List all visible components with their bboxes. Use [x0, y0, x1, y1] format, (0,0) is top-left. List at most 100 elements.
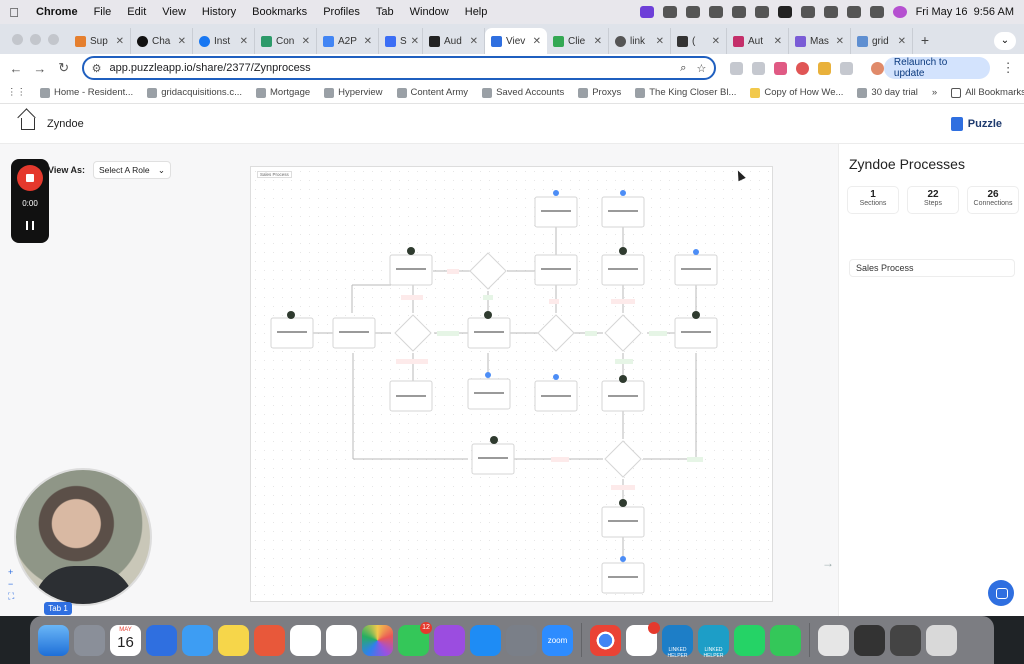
site-settings-icon[interactable]: ⚙ [91, 62, 102, 75]
menubar-datetime[interactable]: Fri May 16 9:56 AM [915, 6, 1014, 18]
close-tab-icon[interactable]: ✕ [115, 35, 124, 47]
search-icon[interactable] [846, 6, 861, 18]
bookmark-item[interactable]: Copy of How We... [743, 87, 850, 98]
arrow-right-icon[interactable]: → [822, 556, 834, 570]
close-tab-icon[interactable]: ✕ [655, 35, 664, 47]
linked-helper-icon[interactable]: LINKED HELPER [662, 624, 693, 659]
reminders-icon[interactable] [326, 624, 357, 656]
address-bar[interactable]: ⚙ app.puzzleapp.io/share/2377/Zynprocess… [81, 56, 717, 80]
zoom-window-button[interactable] [48, 34, 59, 45]
bookmark-item[interactable]: 30 day trial [850, 87, 924, 98]
relaunch-button[interactable]: Relaunch to update [883, 57, 991, 79]
close-tab-icon[interactable]: ✕ [410, 35, 420, 47]
zoom-in-icon[interactable]: + [8, 567, 14, 577]
trash-icon[interactable] [926, 624, 957, 656]
messages-icon[interactable] [770, 624, 801, 656]
close-tab-icon[interactable]: ✕ [532, 35, 541, 47]
pause-icon[interactable] [26, 221, 34, 230]
bookmark-item[interactable]: The King Closer Bl... [628, 87, 743, 98]
bookmark-item[interactable]: Home - Resident... [33, 87, 140, 98]
apps-grid-icon[interactable]: ⋮⋮ [7, 87, 26, 98]
status-icon[interactable] [731, 6, 746, 18]
close-tab-icon[interactable]: ✕ [773, 35, 782, 47]
app-store-icon[interactable] [470, 624, 501, 656]
screen-record-icon[interactable] [639, 6, 654, 18]
browser-tab[interactable]: Aut✕ [727, 28, 789, 54]
status-icon[interactable] [662, 6, 677, 18]
menu-view[interactable]: View [162, 6, 186, 18]
close-tab-icon[interactable]: ✕ [897, 35, 906, 47]
bookmark-item[interactable]: Saved Accounts [475, 87, 571, 98]
apple-menu-icon[interactable]:  [0, 5, 28, 20]
menu-app-name[interactable]: Chrome [36, 6, 78, 18]
tab-chip[interactable]: Tab 1 [44, 602, 72, 615]
chrome-menu-icon[interactable]: ⋮ [1001, 60, 1015, 75]
tab-search-dropdown-icon[interactable]: ⌄ [994, 32, 1016, 50]
bookmark-star-icon[interactable]: ☆ [696, 62, 707, 75]
bookmark-item[interactable]: Proxys [571, 87, 628, 98]
browser-tab[interactable]: S✕ [379, 28, 423, 54]
downloads-stack-icon[interactable] [854, 624, 885, 656]
system-settings-icon[interactable] [506, 624, 537, 656]
reload-icon[interactable]: ↻ [58, 60, 70, 75]
close-window-button[interactable] [12, 34, 23, 45]
extension-icon[interactable] [796, 61, 810, 75]
app-icon[interactable] [146, 624, 177, 656]
process-list-item[interactable]: Sales Process [849, 259, 1015, 277]
browser-tab[interactable]: A2P✕ [317, 28, 379, 54]
browser-tab[interactable]: Mas✕ [789, 28, 851, 54]
browser-tab[interactable]: Clie✕ [547, 28, 609, 54]
menu-help[interactable]: Help [464, 6, 488, 18]
whatsapp-icon[interactable] [734, 624, 765, 656]
chat-support-button[interactable] [988, 580, 1014, 606]
extension-icon[interactable] [818, 61, 832, 75]
document-icon[interactable] [818, 624, 849, 656]
menu-profiles[interactable]: Profiles [323, 6, 360, 18]
facetime-icon[interactable]: 12 [398, 621, 432, 656]
finder-icon[interactable] [38, 624, 69, 656]
menu-tab[interactable]: Tab [375, 6, 394, 18]
browser-tab[interactable]: Con✕ [255, 28, 317, 54]
stop-recording-button[interactable] [17, 165, 43, 191]
browser-tab-active[interactable]: Viev✕ [485, 28, 547, 54]
bookmarks-overflow-icon[interactable]: » [931, 87, 938, 98]
browser-tab[interactable]: Cha✕ [131, 28, 193, 54]
back-arrow-icon[interactable]: ← [9, 60, 23, 76]
zoom-icon[interactable]: ⌕ [680, 61, 687, 74]
extension-icon[interactable] [730, 61, 744, 75]
process-canvas[interactable]: Sales Process [250, 166, 773, 602]
menu-window[interactable]: Window [409, 6, 449, 18]
mail-icon[interactable] [182, 624, 213, 656]
close-tab-icon[interactable]: ✕ [363, 35, 372, 47]
linked-helper-icon[interactable]: LINKED HELPER [698, 624, 729, 659]
close-tab-icon[interactable]: ✕ [593, 35, 602, 47]
url-text[interactable]: app.puzzleapp.io/share/2377/Zynprocess [109, 62, 311, 74]
wifi-icon[interactable] [823, 6, 838, 18]
extension-icon[interactable] [774, 61, 788, 75]
bookmark-item[interactable]: gridacquisitions.c... [140, 87, 249, 98]
bookmark-item[interactable]: Mortgage [249, 87, 317, 98]
browser-tab[interactable]: Sup✕ [69, 28, 131, 54]
forward-arrow-icon[interactable]: → [33, 60, 47, 76]
photos-icon[interactable] [362, 624, 393, 656]
menu-history[interactable]: History [201, 6, 237, 18]
status-icon[interactable] [685, 6, 700, 18]
input-source-icon[interactable] [777, 6, 792, 18]
bookmark-item[interactable]: Hyperview [317, 87, 389, 98]
browser-tab[interactable]: link✕ [609, 28, 671, 54]
slack-icon[interactable] [626, 621, 660, 656]
play-icon[interactable] [754, 6, 769, 18]
close-tab-icon[interactable]: ✕ [177, 35, 186, 47]
minimize-window-button[interactable] [30, 34, 41, 45]
control-center-icon[interactable] [869, 6, 884, 18]
role-select[interactable]: Select A Role ⌄ [93, 161, 172, 179]
browser-tab[interactable]: grid✕ [851, 28, 913, 54]
calendar-icon[interactable]: MAY 16 [110, 624, 141, 656]
podcasts-icon[interactable] [434, 624, 465, 656]
app-icon[interactable] [254, 624, 285, 656]
browser-tab[interactable]: (✕ [671, 28, 727, 54]
extensions-puzzle-icon[interactable] [840, 61, 853, 75]
close-tab-icon[interactable]: ✕ [469, 35, 478, 47]
notes-icon[interactable] [218, 624, 249, 656]
siri-icon[interactable] [892, 6, 907, 18]
